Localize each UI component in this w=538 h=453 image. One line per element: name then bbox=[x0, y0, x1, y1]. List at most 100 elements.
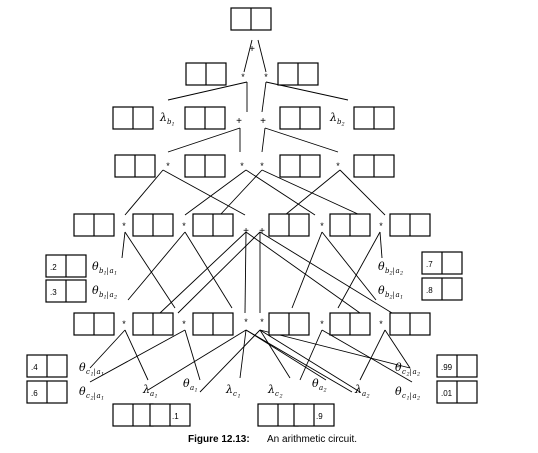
label-theta-c1-a1-subscript: | bbox=[94, 368, 96, 376]
param-theta-a2-value: .9 bbox=[316, 412, 323, 421]
wire bbox=[259, 329, 411, 369]
sum-node-c-right bbox=[268, 213, 310, 237]
param-theta-b1-a2-value: .3 bbox=[50, 288, 57, 297]
param-theta-b1-a1-value: .2 bbox=[50, 263, 57, 272]
label-theta-c1-a1-subscript: a bbox=[97, 368, 101, 376]
label-theta-b1-a2-symbol: θ bbox=[92, 284, 99, 297]
label-lambda-a2-symbol: λ bbox=[354, 383, 362, 396]
label-lambda-c1-subscript: 1 bbox=[238, 394, 241, 400]
product-node-l4-3 bbox=[279, 154, 321, 178]
label-lambda-b2-subscript: 2 bbox=[341, 122, 345, 128]
label-theta-b2-a1-symbol: θ bbox=[378, 284, 385, 297]
product-node-l4-1 bbox=[114, 154, 156, 178]
label-theta-b2-a1-subscript: 2 bbox=[389, 295, 393, 301]
param-theta-b2-a1-value: .8 bbox=[426, 286, 433, 295]
wire bbox=[199, 329, 261, 393]
label-lambda-b1-subscript: b bbox=[167, 118, 172, 126]
product-operator-5: * bbox=[166, 161, 170, 171]
product-node-l5-2 bbox=[132, 213, 174, 237]
product-operator-7: * bbox=[260, 161, 264, 171]
label-theta-c2-a1-symbol: θ bbox=[79, 385, 86, 398]
label-lambda-a1-subscript: 1 bbox=[155, 394, 158, 400]
param-theta-b1-a2: .3 bbox=[45, 279, 87, 303]
label-theta-b2-a1-subscript: a bbox=[396, 291, 400, 299]
param-theta-b2-a1: .8 bbox=[421, 277, 463, 301]
figure-caption-text: An arithmetic circuit. bbox=[267, 434, 357, 445]
product-operator-17: * bbox=[244, 317, 248, 327]
product-operator-8: * bbox=[336, 161, 340, 171]
param-theta-c2-a2-value: .99 bbox=[441, 363, 453, 372]
label-lambda-b1-symbol: λ bbox=[159, 111, 167, 124]
wire bbox=[299, 329, 323, 381]
param-theta-c2-a2: .99 bbox=[436, 354, 478, 378]
wire bbox=[291, 231, 323, 309]
wire bbox=[243, 39, 253, 73]
label-lambda-b2-subscript: b bbox=[337, 118, 342, 126]
product-node-left bbox=[185, 62, 227, 86]
label-theta-c2-a1-subscript: 2 bbox=[90, 396, 94, 402]
wire bbox=[127, 231, 186, 301]
circuit-nodes: .2.3.7.8.4.6.99.01.1.9 bbox=[26, 7, 478, 427]
wire bbox=[337, 231, 381, 309]
wire bbox=[321, 329, 413, 383]
product-operator-9: * bbox=[122, 221, 126, 231]
sum-operator-4: + bbox=[260, 116, 266, 127]
wire bbox=[339, 169, 386, 216]
wire bbox=[257, 39, 267, 73]
param-theta-c1-a1-value: .4 bbox=[31, 363, 38, 372]
label-theta-b1-a2-subscript: 1 bbox=[104, 295, 107, 301]
product-operator-10: * bbox=[182, 221, 186, 231]
label-theta-c2-a1-subscript: c bbox=[86, 392, 90, 400]
product-node-right bbox=[277, 62, 319, 86]
label-theta-c2-a2-subscript: | bbox=[410, 368, 412, 376]
label-lambda-b2-symbol: λ bbox=[329, 111, 337, 124]
label-theta-b2-a1-subscript: b bbox=[385, 291, 390, 299]
wire bbox=[89, 329, 126, 369]
wire bbox=[124, 169, 164, 216]
label-theta-c1-a2-subscript: c bbox=[402, 392, 406, 400]
indicator-b2-node bbox=[353, 106, 395, 130]
wire bbox=[259, 329, 361, 393]
wire bbox=[284, 169, 341, 216]
wire bbox=[264, 127, 339, 153]
product-node-l5-6 bbox=[389, 213, 431, 237]
wire bbox=[384, 329, 411, 369]
label-lambda-c2-subscript: 2 bbox=[279, 394, 283, 400]
label-lambda-a2-subscript: 2 bbox=[366, 394, 370, 400]
label-theta-a1-subscript: a bbox=[190, 384, 194, 392]
product-node-l4-2 bbox=[184, 154, 226, 178]
product-node-l6-5 bbox=[329, 312, 371, 336]
label-theta-c1-a2-subscript: 2 bbox=[416, 396, 420, 402]
wire bbox=[184, 231, 233, 309]
figure-caption-prefix: Figure 12.13: bbox=[188, 434, 250, 445]
label-theta-c1-a1-symbol: θ bbox=[79, 361, 86, 374]
label-theta-c2-a2-subscript: a bbox=[413, 368, 417, 376]
wire bbox=[184, 329, 201, 381]
label-lambda-a2-subscript: a bbox=[362, 390, 366, 398]
indicator-b1-node bbox=[112, 106, 154, 130]
label-theta-b1-a2-subscript: | bbox=[107, 291, 109, 299]
param-theta-b1-a1: .2 bbox=[45, 254, 87, 278]
wire bbox=[245, 231, 361, 314]
sum-operator-3: + bbox=[236, 116, 242, 127]
label-theta-c2-a2-subscript: 2 bbox=[406, 372, 410, 378]
label-theta-c2-a1-subscript: 1 bbox=[101, 396, 104, 402]
product-node-l6-3 bbox=[192, 312, 234, 336]
label-theta-b1-a1-subscript: 1 bbox=[114, 271, 117, 277]
label-lambda-a1-subscript: a bbox=[150, 390, 154, 398]
label-theta-c1-a1-subscript: 1 bbox=[101, 372, 104, 378]
wire bbox=[245, 169, 316, 216]
circuit-operators: +**++******++******** bbox=[122, 44, 383, 329]
product-operator-14: * bbox=[379, 221, 383, 231]
label-lambda-c2-symbol: λ bbox=[267, 383, 275, 396]
param-theta-b2-a2-value: .7 bbox=[426, 260, 433, 269]
